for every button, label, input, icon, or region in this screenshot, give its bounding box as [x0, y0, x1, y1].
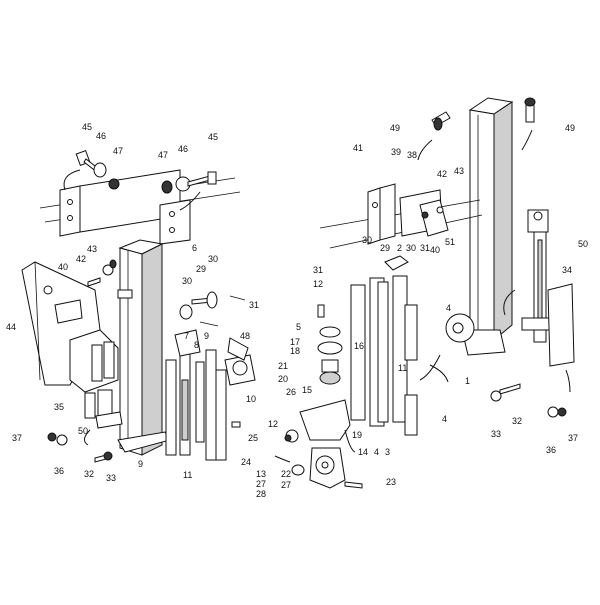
- callout-l12a: 12: [268, 419, 278, 429]
- callout-l50a: 50: [78, 426, 88, 436]
- right-cables: [417, 97, 536, 161]
- right-crossbar: [319, 183, 483, 249]
- callout-l28: 28: [256, 489, 266, 499]
- callout-l31c: 31: [313, 265, 323, 275]
- callout-l36b: 36: [546, 445, 556, 455]
- callout-l9b: 9: [138, 459, 143, 469]
- callout-l43a: 43: [87, 244, 97, 254]
- callout-l21: 21: [278, 361, 288, 371]
- callout-l15: 15: [302, 385, 312, 395]
- callout-l29a: 29: [196, 264, 206, 274]
- callout-l31b: 31: [420, 243, 430, 253]
- callout-l24: 24: [241, 457, 251, 467]
- right-roller-and-bolts: [284, 304, 363, 489]
- right-side-plate: [547, 283, 575, 393]
- callout-l33a: 33: [106, 473, 116, 483]
- callout-l1: 1: [465, 376, 470, 386]
- callout-l11a: 11: [183, 470, 192, 480]
- callout-l10: 10: [246, 394, 256, 404]
- callout-l32a: 32: [84, 469, 94, 479]
- callout-l35: 35: [54, 402, 64, 412]
- callout-l49b: 49: [565, 123, 575, 133]
- callout-l17: 17: [290, 337, 300, 347]
- callout-l4b: 4: [374, 447, 379, 457]
- callout-l46b: 46: [178, 144, 188, 154]
- callout-l23: 23: [386, 477, 396, 487]
- callout-l41: 41: [353, 143, 363, 153]
- callout-l39: 39: [391, 147, 401, 157]
- callout-l44: 44: [6, 322, 16, 332]
- callout-l5: 5: [296, 322, 301, 332]
- left-bottom-fasteners: [47, 432, 113, 463]
- callout-l3: 3: [385, 447, 390, 457]
- right-slide-plates: [350, 255, 418, 436]
- callout-l13: 13: [256, 469, 266, 479]
- callout-l26: 26: [286, 387, 296, 397]
- callout-l9a: 9: [204, 331, 209, 341]
- left-upright-post: [117, 239, 171, 456]
- callout-l30d: 30: [406, 243, 416, 253]
- left-side-bracket: [21, 261, 119, 393]
- callout-l48: 48: [240, 331, 250, 341]
- callout-l14: 14: [358, 447, 368, 457]
- left-fasteners-mid: [87, 259, 117, 287]
- callout-l2: 2: [397, 243, 402, 253]
- callout-l31a: 31: [249, 300, 259, 310]
- callout-l51: 51: [445, 237, 455, 247]
- callout-l20: 20: [278, 374, 288, 384]
- callout-l25: 25: [248, 433, 258, 443]
- callout-l49a: 49: [390, 123, 400, 133]
- callout-l22: 22: [281, 469, 291, 479]
- callout-l11b: 11: [398, 363, 407, 373]
- callout-l6: 6: [192, 243, 197, 253]
- callout-l36a: 36: [54, 466, 64, 476]
- callout-l29b: 29: [380, 243, 390, 253]
- callout-l12b: 12: [313, 279, 323, 289]
- callout-l27a: 27: [256, 479, 266, 489]
- callout-l4a: 4: [446, 303, 451, 313]
- callout-l18: 18: [290, 346, 300, 356]
- left-lower-bracket: [84, 389, 123, 446]
- callout-l47b: 47: [158, 150, 168, 160]
- callout-l30a: 30: [208, 254, 218, 264]
- callout-l42a: 42: [76, 254, 86, 264]
- callout-l38: 38: [407, 150, 417, 160]
- left-crossbar: [39, 169, 241, 245]
- callout-l45b: 45: [208, 132, 218, 142]
- left-slide-plates: [165, 329, 256, 461]
- direction-arrows: [274, 289, 516, 463]
- callout-l27b: 27: [281, 480, 291, 490]
- callout-l37a: 37: [12, 433, 22, 443]
- callout-l33b: 33: [491, 429, 501, 439]
- callout-l32b: 32: [512, 416, 522, 426]
- callout-l37b: 37: [568, 433, 578, 443]
- callout-l46a: 46: [96, 131, 106, 141]
- callout-l40a: 40: [58, 262, 68, 272]
- callout-l47a: 47: [113, 146, 123, 156]
- callout-l34: 34: [562, 265, 572, 275]
- callout-l43b: 43: [454, 166, 464, 176]
- callout-l8: 8: [194, 340, 199, 350]
- callout-l7: 7: [184, 331, 189, 341]
- callout-l16: 16: [354, 341, 364, 351]
- callout-l45a: 45: [82, 122, 92, 132]
- right-upper-column: [445, 97, 514, 356]
- callout-l30b: 30: [182, 276, 192, 286]
- callout-l40b: 40: [430, 245, 440, 255]
- left-pin-bolt: [179, 291, 246, 327]
- callout-l42b: 42: [437, 169, 447, 179]
- right-actuator: [521, 209, 551, 343]
- callout-l4c: 4: [442, 414, 447, 424]
- left-top-fasteners: [63, 150, 217, 211]
- right-bottom-fasteners: [490, 383, 567, 418]
- callout-l30c: 30: [362, 235, 372, 245]
- callout-l19: 19: [352, 430, 362, 440]
- callout-l50b: 50: [578, 239, 588, 249]
